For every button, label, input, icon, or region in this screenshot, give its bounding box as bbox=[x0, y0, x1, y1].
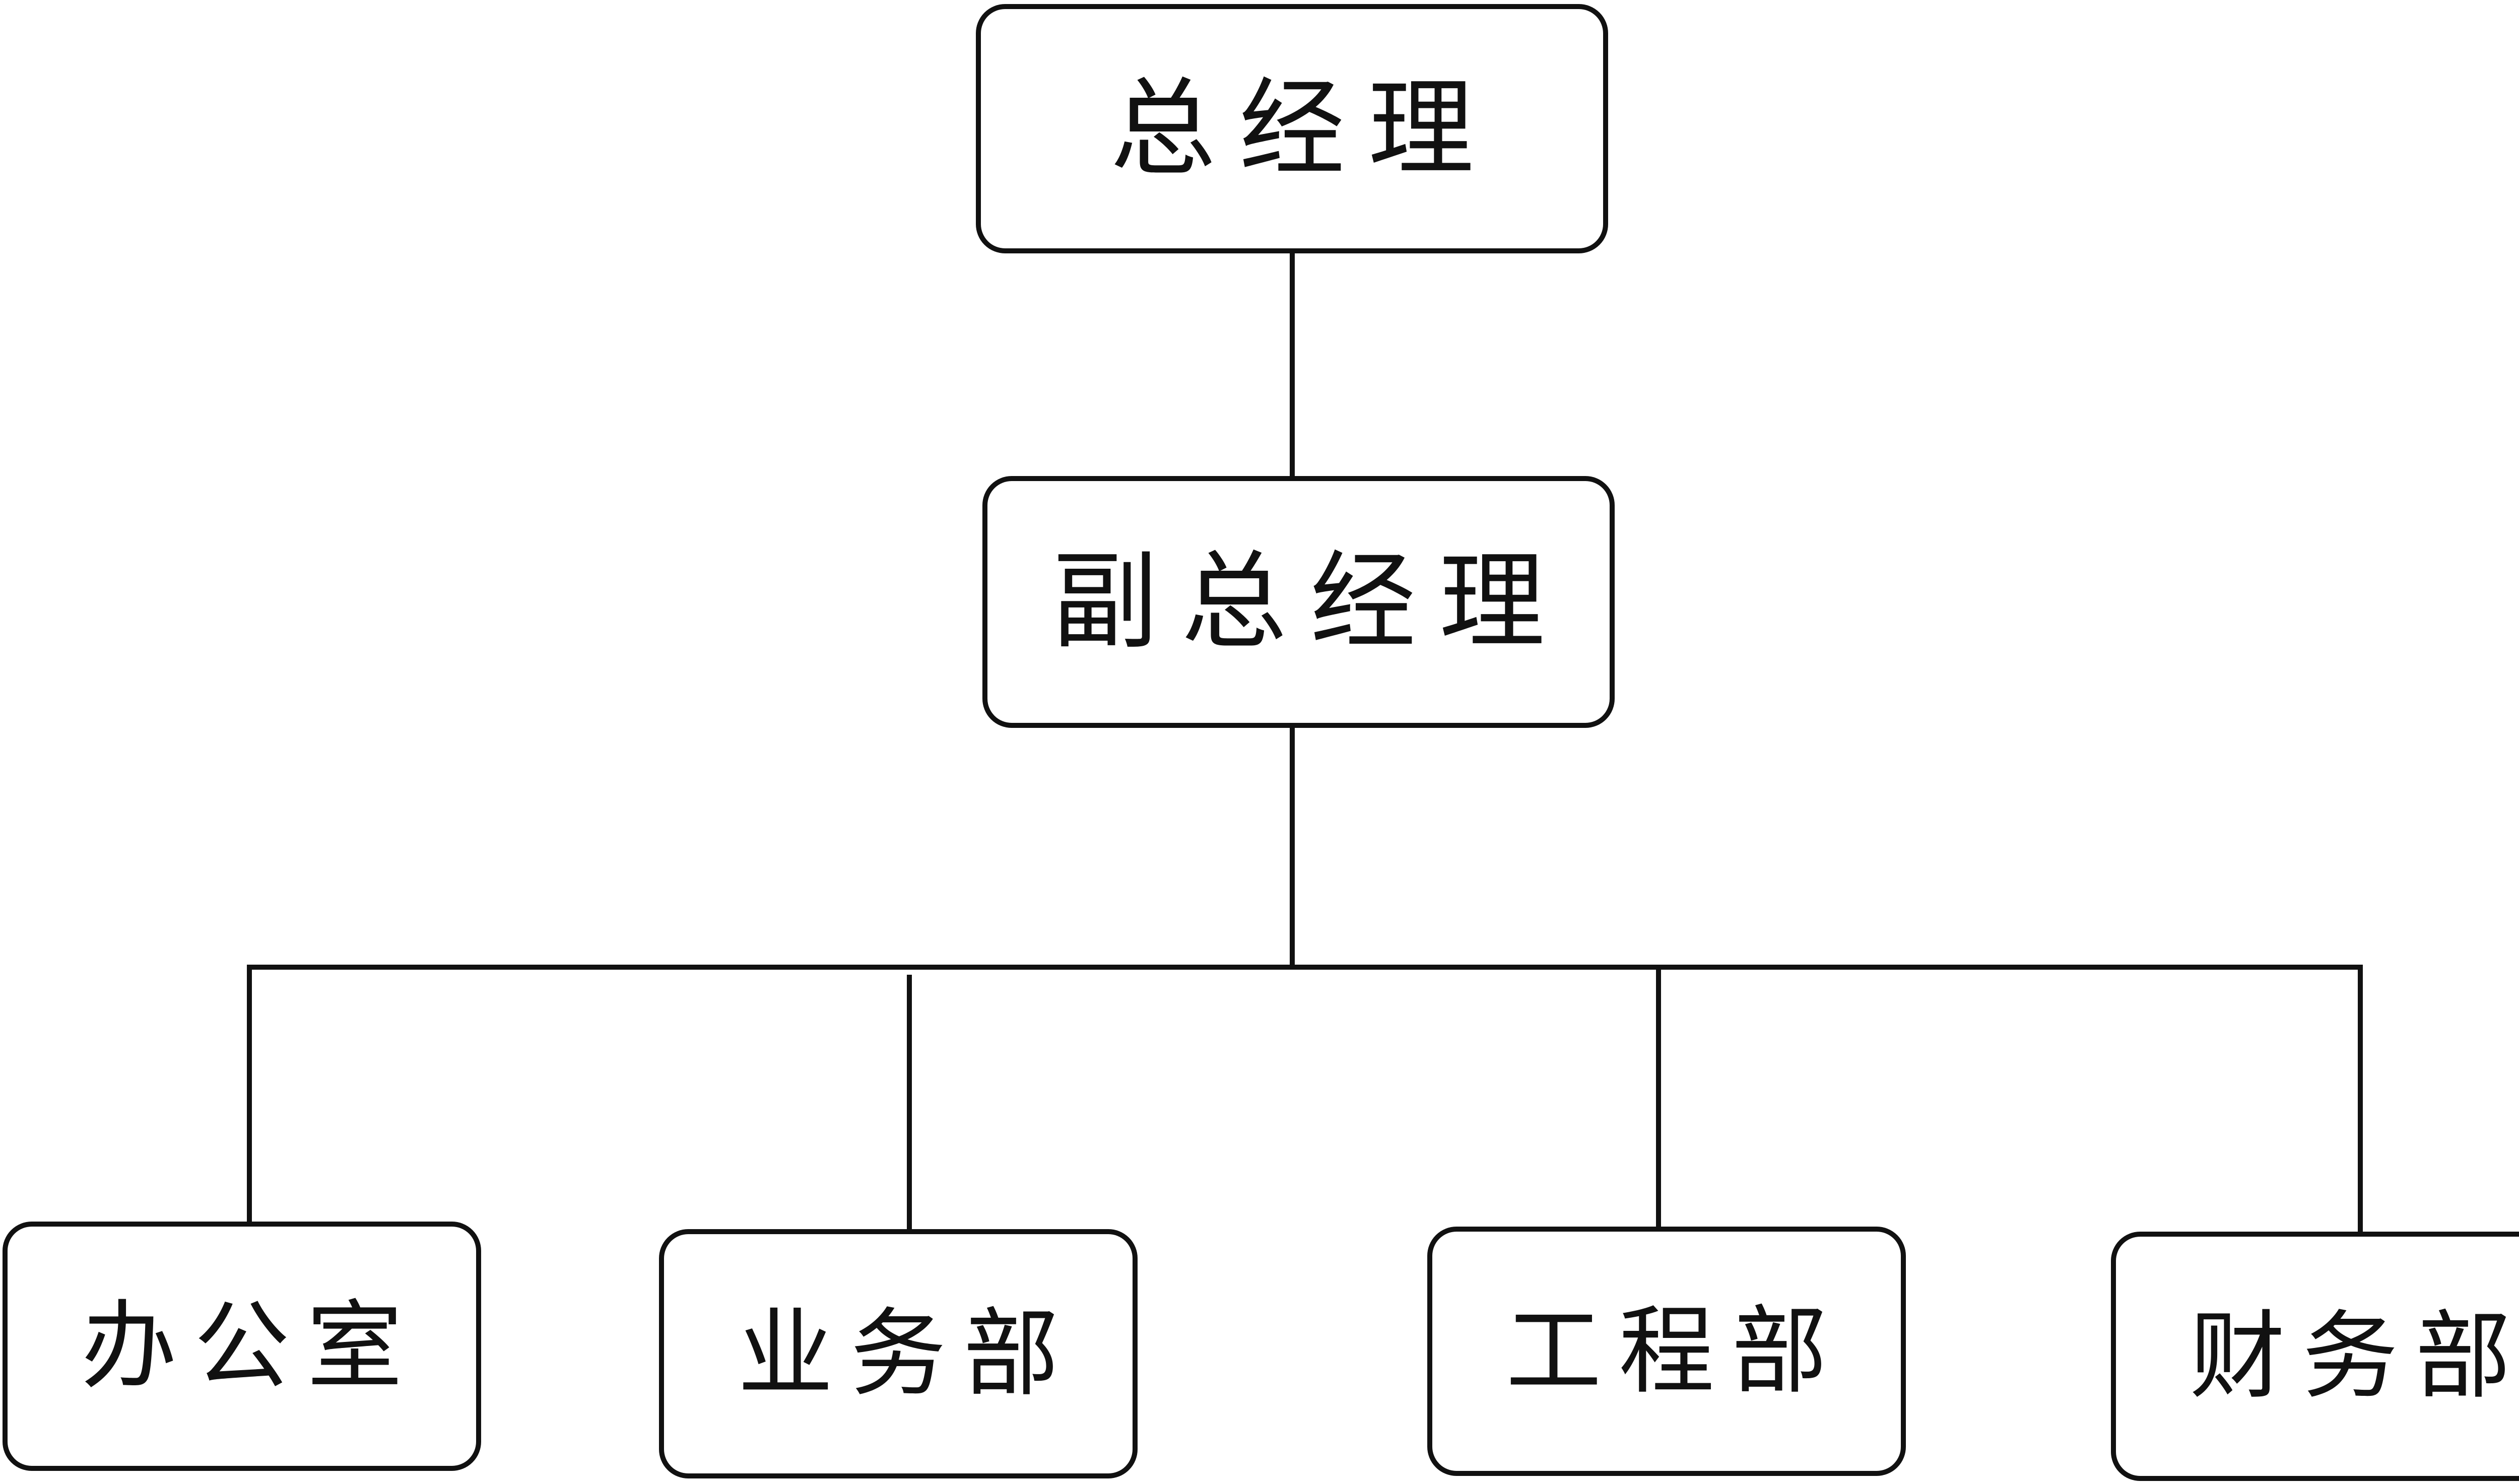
general-manager-box: 总经理 bbox=[976, 4, 1608, 253]
finance-department-box: 财务部 bbox=[2111, 1232, 2519, 1481]
general-manager-to-deputy-connector bbox=[1290, 249, 1295, 479]
office-branch-connector bbox=[247, 967, 252, 1222]
department-branch-horizontal bbox=[247, 965, 2363, 970]
business-department-box: 业务部 bbox=[659, 1229, 1138, 1478]
finance-department-branch-connector bbox=[2358, 967, 2363, 1234]
deputy-general-manager-box: 副总经理 bbox=[982, 476, 1615, 728]
deputy-to-departments-stem bbox=[1290, 725, 1295, 970]
office-box: 办公室 bbox=[3, 1222, 481, 1471]
business-department-branch-connector bbox=[907, 975, 912, 1234]
engineering-department-branch-connector bbox=[1656, 967, 1661, 1229]
engineering-department-box: 工程部 bbox=[1427, 1227, 1906, 1476]
